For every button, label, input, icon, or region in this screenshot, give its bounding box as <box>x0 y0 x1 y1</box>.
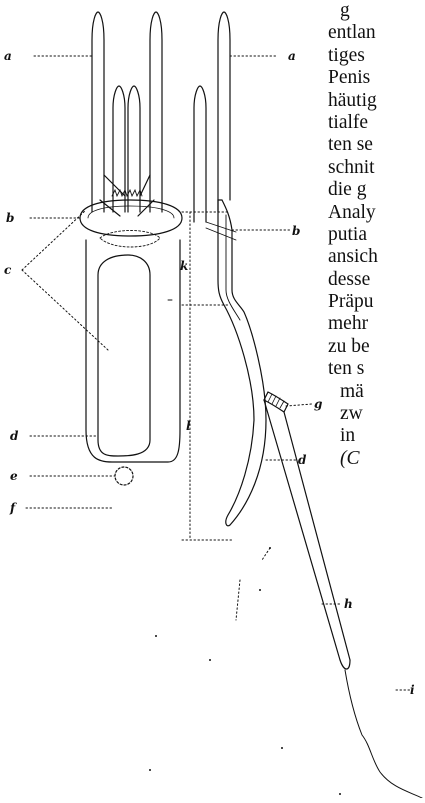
right-sheath <box>218 200 266 526</box>
label-e: e <box>10 469 18 483</box>
text-line: g <box>328 0 425 22</box>
text-line: zw <box>328 403 425 425</box>
left-body-outer <box>86 240 180 462</box>
label-h: h <box>344 597 353 611</box>
text-line: tialfe <box>328 112 425 134</box>
label-f: f <box>9 501 17 515</box>
left-outer-rod-right <box>150 12 162 212</box>
right-short-rod <box>194 86 206 222</box>
label-b-right: b <box>292 224 300 238</box>
text-line: putia <box>328 224 425 246</box>
label-c: c <box>4 263 12 277</box>
text-line: (C <box>328 448 425 470</box>
text-line: mehr <box>328 313 425 335</box>
label-k: k <box>180 259 188 273</box>
label-g: g <box>314 397 322 411</box>
text-line: desse <box>328 269 425 291</box>
text-line: häutig <box>328 90 425 112</box>
right-tall-rod <box>218 12 230 212</box>
left-collar-inner <box>88 206 174 218</box>
text-line: Penis <box>328 67 425 89</box>
label-a-left: a <box>4 49 12 63</box>
text-line: in <box>328 425 425 447</box>
body-text-column: g entlan tiges Penis häutig tialfe ten s… <box>328 0 425 470</box>
left-teeth <box>112 190 142 196</box>
text-line: zu be <box>328 336 425 358</box>
label-b-left: b <box>6 211 14 225</box>
text-line: Präpu <box>328 291 425 313</box>
label-i: i <box>410 683 415 697</box>
text-line: ten s <box>328 358 425 380</box>
text-line: Analy <box>328 202 425 224</box>
left-lens <box>100 231 160 248</box>
left-marked-circle <box>115 467 133 485</box>
text-line: die g <box>328 179 425 201</box>
label-d-right: d <box>298 453 307 467</box>
text-line: mä <box>328 381 425 403</box>
text-line: schnit <box>328 157 425 179</box>
text-line: ten se <box>328 134 425 156</box>
text-line: ansich <box>328 246 425 268</box>
right-tube-end <box>340 660 350 669</box>
label-a-right: a <box>288 49 296 63</box>
label-d-left: d <box>10 429 19 443</box>
left-body-inner-u <box>98 255 150 456</box>
left-outer-rod-left <box>92 12 104 212</box>
text-line: tiges <box>328 45 425 67</box>
label-l: l <box>186 419 191 433</box>
text-line: entlan <box>328 22 425 44</box>
